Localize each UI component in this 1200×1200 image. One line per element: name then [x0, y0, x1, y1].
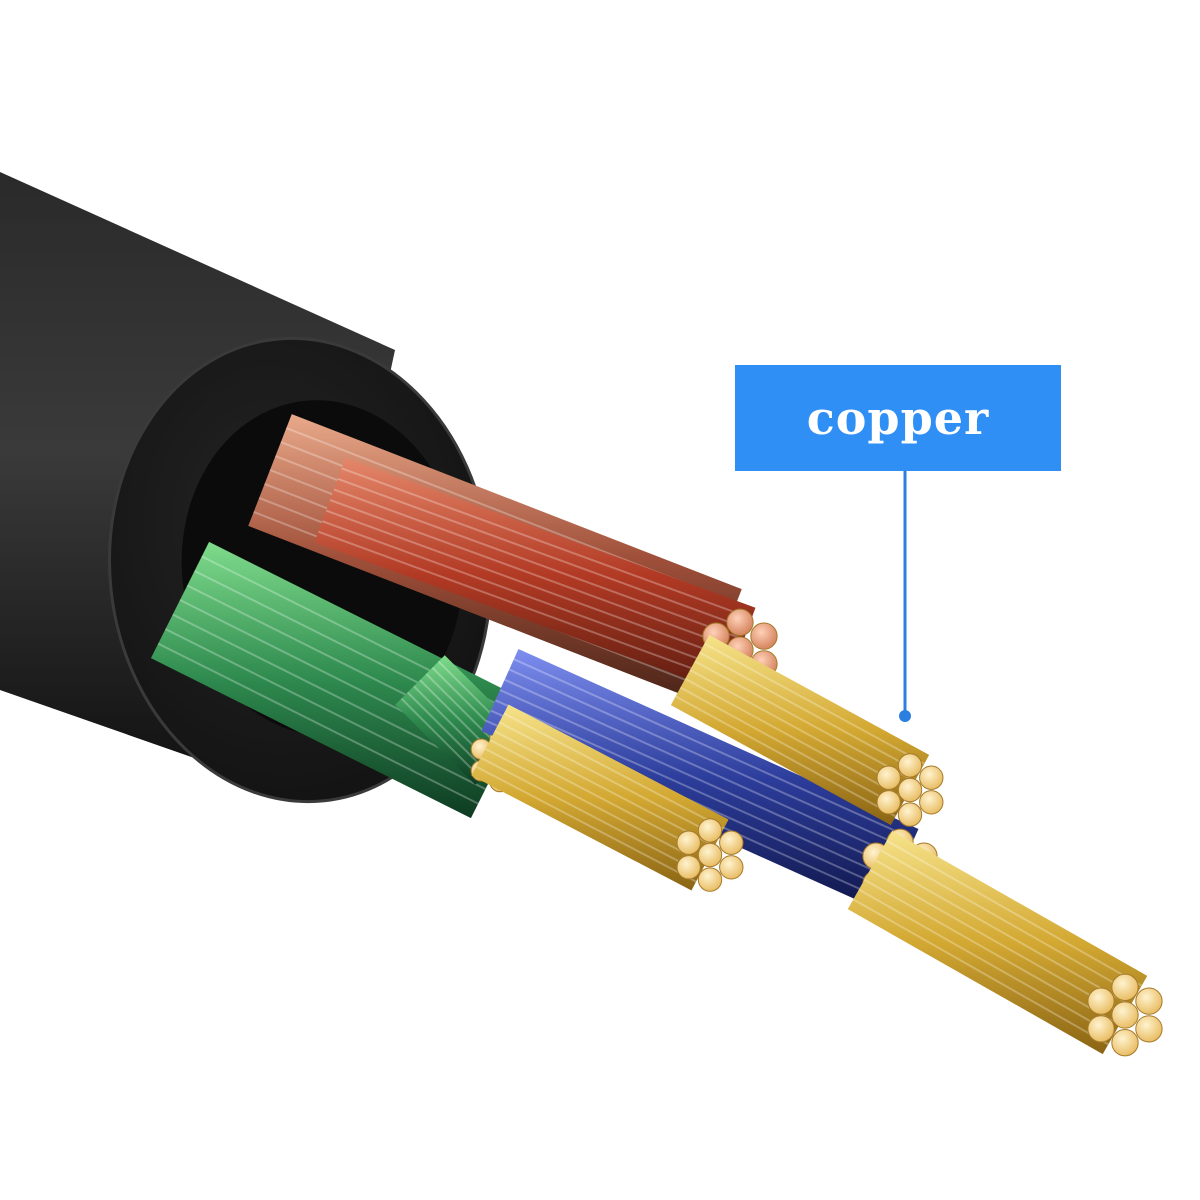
- copper-callout-box: copper: [735, 365, 1061, 471]
- conductor-bundles: [150, 414, 1163, 1057]
- gold-conductor-bottom: [847, 830, 1163, 1057]
- gold-conductor-middle: [471, 704, 744, 892]
- gold-conductor-top: [670, 634, 944, 827]
- green-bundle: [150, 541, 530, 819]
- copper-callout-label: copper: [806, 391, 990, 445]
- callout-pointer: [899, 471, 911, 722]
